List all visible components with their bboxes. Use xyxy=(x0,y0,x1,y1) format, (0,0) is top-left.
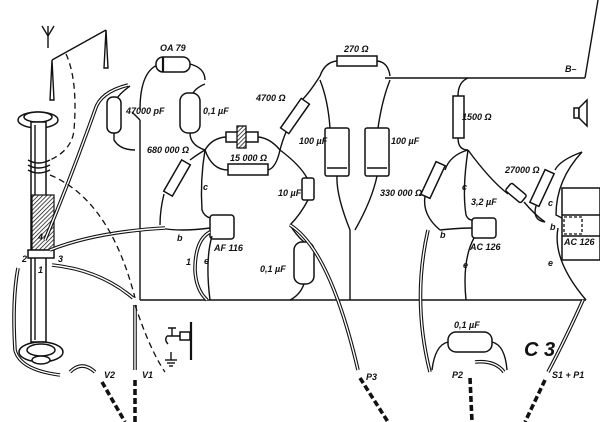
capacitor-100uf-a-label: 100 µF xyxy=(299,136,328,146)
capacitor-100uf-b-label: 100 µF xyxy=(391,136,420,146)
antenna-icon xyxy=(41,25,55,48)
water-tap-icon xyxy=(165,322,193,360)
capacitor-47000pf-label: 47000 pF xyxy=(125,106,165,116)
pin-e-af116: e xyxy=(204,256,209,266)
capacitor-3-2uf-label: 3,2 µF xyxy=(471,197,497,207)
capacitor-10uf xyxy=(279,149,315,226)
diode-oa79 xyxy=(139,56,206,111)
coil-pin-2: 2 xyxy=(21,254,27,264)
transistor-af116 xyxy=(159,149,235,302)
terminal-v2-label: V2 xyxy=(104,370,115,380)
capacitor-47000pf xyxy=(106,85,136,151)
wire-s1-p1 xyxy=(523,299,585,422)
ground-rail xyxy=(131,111,586,301)
resistor-270 xyxy=(319,55,391,77)
coil-pin-3: 3 xyxy=(58,254,63,264)
transistor-ac126-b-label: AC 126 xyxy=(563,237,596,247)
resistor-4700-label: 4700 Ω xyxy=(255,93,286,103)
pin-c-ac126-a: c xyxy=(462,182,467,192)
coil-pin-1: 1 xyxy=(38,265,43,275)
capacitor-0-1uf-a xyxy=(179,83,206,151)
terminal-s1-p1-label: S1 + P1 xyxy=(552,370,584,380)
resistor-15000-block xyxy=(204,125,281,176)
resistor-4700 xyxy=(279,75,321,151)
resistor-27000-label: 27000 Ω xyxy=(504,165,540,175)
pin-e-ac126-a: e xyxy=(463,260,468,270)
pin-b-ac126-b: b xyxy=(550,222,556,232)
resistor-330000-label: 330 000 Ω xyxy=(380,188,422,198)
resistor-15000-label: 15 000 Ω xyxy=(230,153,267,163)
transistor-ac126-a-label: AC 126 xyxy=(469,242,502,252)
antenna-wire xyxy=(49,29,109,161)
pin-1-af116: 1 xyxy=(186,257,191,267)
transistor-ac126-a xyxy=(439,149,509,301)
wire-p2 xyxy=(418,229,474,422)
capacitor-100uf-b xyxy=(354,79,391,231)
wire-p3 xyxy=(289,223,390,422)
resistor-27000 xyxy=(528,151,583,223)
resistor-680000 xyxy=(159,149,206,226)
pin-b-ac126-a: b xyxy=(440,230,446,240)
resistor-330000 xyxy=(419,149,469,231)
capacitor-0-1uf-b-label: 0,1 µF xyxy=(260,264,286,274)
diode-label: OA 79 xyxy=(160,43,186,53)
speaker-icon xyxy=(573,98,588,128)
ground-icon xyxy=(165,352,177,367)
ferrite-antenna-rod xyxy=(17,111,64,365)
terminal-v1-label: V1 xyxy=(142,370,153,380)
pin-c-ac126-b: c xyxy=(548,198,553,208)
terminal-b-minus-label: B– xyxy=(565,64,577,74)
resistor-680000-label: 680 000 Ω xyxy=(147,145,189,155)
capacitor-0-1uf-b xyxy=(289,224,315,301)
capacitor-0-1uf-a-label: 0,1 µF xyxy=(203,106,229,116)
capacitor-0-1uf-c-label: 0,1 µF xyxy=(454,320,480,330)
pin-b-af116: b xyxy=(177,233,183,243)
capacitor-100uf-a xyxy=(319,79,351,300)
coil-wires xyxy=(43,83,166,373)
transistor-af116-label: AF 116 xyxy=(213,243,244,253)
wire-v2 xyxy=(12,267,127,422)
diagram-title: C 3 xyxy=(524,339,555,361)
b-minus-rail xyxy=(385,0,599,79)
capacitor-10uf-label: 10 µF xyxy=(278,188,302,198)
resistor-1500-label: 1500 Ω xyxy=(462,112,492,122)
pin-c-af116: c xyxy=(203,182,208,192)
pin-e-ac126-b: e xyxy=(548,258,553,268)
transistor-ac126-b xyxy=(555,151,600,301)
capacitor-0-1uf-c xyxy=(431,331,508,374)
coil-pin-4: 4 xyxy=(37,232,43,242)
resistor-270-label: 270 Ω xyxy=(343,44,369,54)
terminal-p2-label: P2 xyxy=(452,370,463,380)
terminal-p3-label: P3 xyxy=(366,372,377,382)
